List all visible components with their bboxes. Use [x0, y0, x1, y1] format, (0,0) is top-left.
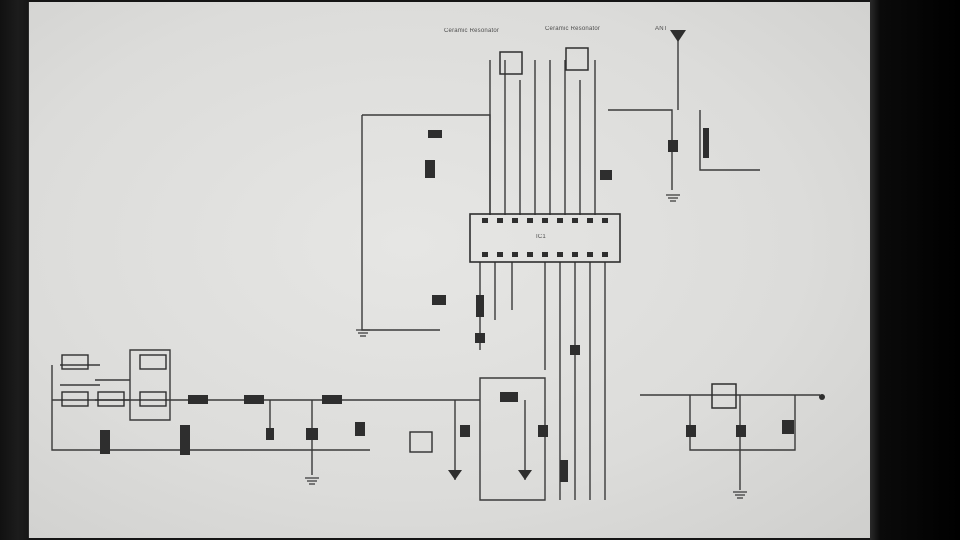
diode-icon [448, 470, 462, 480]
capacitor [460, 425, 470, 437]
gate [61, 391, 89, 407]
resistor [476, 295, 484, 317]
main-ic [469, 213, 621, 263]
capacitor [686, 425, 696, 437]
ic-pins-top [482, 218, 608, 223]
resistor [425, 160, 435, 178]
capacitor [668, 140, 678, 152]
capacitor [432, 295, 446, 305]
schematic-wires [51, 40, 820, 501]
schematic-components [61, 30, 825, 482]
capacitor [475, 333, 485, 343]
resonator-left [499, 51, 523, 75]
diode-icon [518, 470, 532, 480]
resonator-left-label: Ceramic Resonator [444, 28, 500, 34]
gate [139, 391, 167, 407]
capacitor [100, 430, 110, 454]
capacitor [306, 428, 318, 440]
capacitor [266, 428, 274, 440]
resistor [188, 395, 208, 404]
gate [97, 391, 125, 407]
resonator-right [565, 47, 589, 71]
capacitor [538, 425, 548, 437]
capacitor [428, 130, 442, 138]
ic-pins-bottom [482, 252, 608, 257]
crystal [500, 392, 518, 402]
ground-symbols [305, 194, 747, 499]
antenna-label: ANT [655, 26, 668, 32]
monitor-bezel [870, 0, 960, 540]
capacitor [782, 420, 794, 434]
capacitor [600, 170, 612, 180]
capacitor [355, 422, 365, 436]
capacitor [570, 345, 580, 355]
transistor [409, 431, 433, 453]
monitor-screen [28, 2, 871, 538]
ic-label: IC1 [536, 234, 546, 240]
resistor [244, 395, 264, 404]
regulator [711, 383, 737, 409]
gate [139, 354, 167, 370]
terminal-icon [819, 394, 825, 400]
capacitor [180, 425, 190, 455]
resonator-right-label: Ceramic Resonator [545, 26, 601, 32]
antenna-icon [670, 30, 686, 42]
resistor [322, 395, 342, 404]
gate [61, 354, 89, 370]
resistor [560, 460, 568, 482]
capacitor [736, 425, 746, 437]
inductor [703, 128, 709, 158]
